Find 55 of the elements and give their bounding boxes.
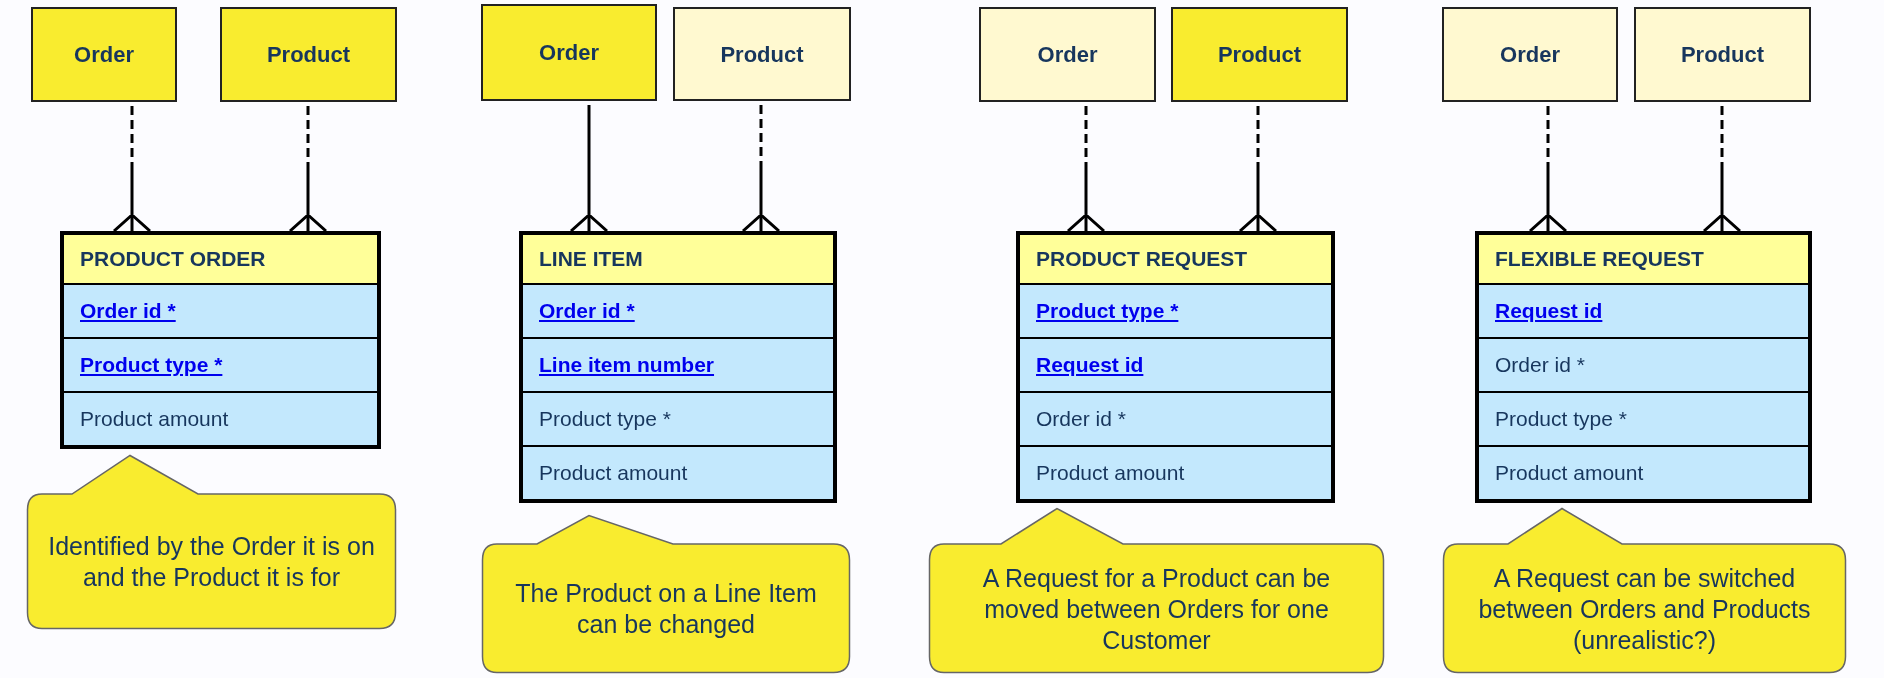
entity-name: Order — [1500, 41, 1560, 69]
speech-callout — [26, 454, 397, 630]
attribute-row: Product type * — [1479, 393, 1808, 445]
entity-box — [481, 4, 657, 101]
attribute-row: Order id * — [1479, 339, 1808, 391]
speech-callout — [928, 507, 1385, 674]
entity-box — [673, 7, 851, 101]
entity-box — [1634, 7, 1811, 102]
attribute-row: Product amount — [523, 447, 833, 499]
entity-name: Product — [1217, 41, 1302, 69]
entity-box — [1442, 7, 1618, 102]
relationship-line — [1702, 106, 1742, 233]
callout-text: A Request can be switched between Orders and Products (unrealistic?) — [1477, 562, 1812, 656]
key-attribute-row: Product type * — [1020, 285, 1331, 337]
attribute-row: Order id * — [1020, 393, 1331, 445]
entity-box — [1171, 7, 1348, 102]
entity-table — [1016, 231, 1335, 503]
entity-name: Order — [74, 41, 134, 69]
speech-callout — [481, 514, 851, 674]
entity-box — [220, 7, 397, 102]
entity-name: Product — [720, 40, 804, 69]
relationship-line — [112, 106, 152, 233]
table-header: PRODUCT ORDER — [64, 235, 377, 283]
entity-table — [60, 231, 381, 449]
relationship-line — [1528, 106, 1568, 233]
entity-name: Product — [1680, 41, 1765, 69]
key-attribute-row: Request id — [1020, 339, 1331, 391]
callout-text: Identified by the Order it is on and the Product it is for — [47, 531, 376, 593]
callout-text: The Product on a Line Item can be changed — [514, 578, 818, 640]
table-header: PRODUCT REQUEST — [1020, 235, 1331, 283]
key-attribute-row: Order id * — [523, 285, 833, 337]
relationship-line — [288, 106, 328, 233]
entity-box — [979, 7, 1156, 102]
entity-table — [519, 231, 837, 503]
key-attribute-row: Order id * — [64, 285, 377, 337]
attribute-row: Product amount — [64, 393, 377, 445]
relationship-line — [1066, 106, 1106, 233]
attribute-row: Product type * — [523, 393, 833, 445]
attribute-row: Product amount — [1479, 447, 1808, 499]
entity-name: Order — [539, 39, 599, 67]
entity-name: Order — [1037, 41, 1098, 69]
relationship-line — [1238, 106, 1278, 233]
entity-box — [31, 7, 177, 102]
relationship-line — [569, 105, 609, 233]
attribute-row: Product amount — [1020, 447, 1331, 499]
table-header: LINE ITEM — [523, 235, 833, 283]
speech-callout — [1442, 507, 1847, 674]
key-attribute-row: Product type * — [64, 339, 377, 391]
key-attribute-row: Line item number — [523, 339, 833, 391]
entity-name: Product — [266, 41, 351, 69]
table-header: FLEXIBLE REQUEST — [1479, 235, 1808, 283]
key-attribute-row: Request id — [1479, 285, 1808, 337]
relationship-line — [741, 105, 781, 233]
entity-table — [1475, 231, 1812, 503]
callout-text: A Request for a Product can be moved between Orders for one Customer — [981, 562, 1332, 656]
